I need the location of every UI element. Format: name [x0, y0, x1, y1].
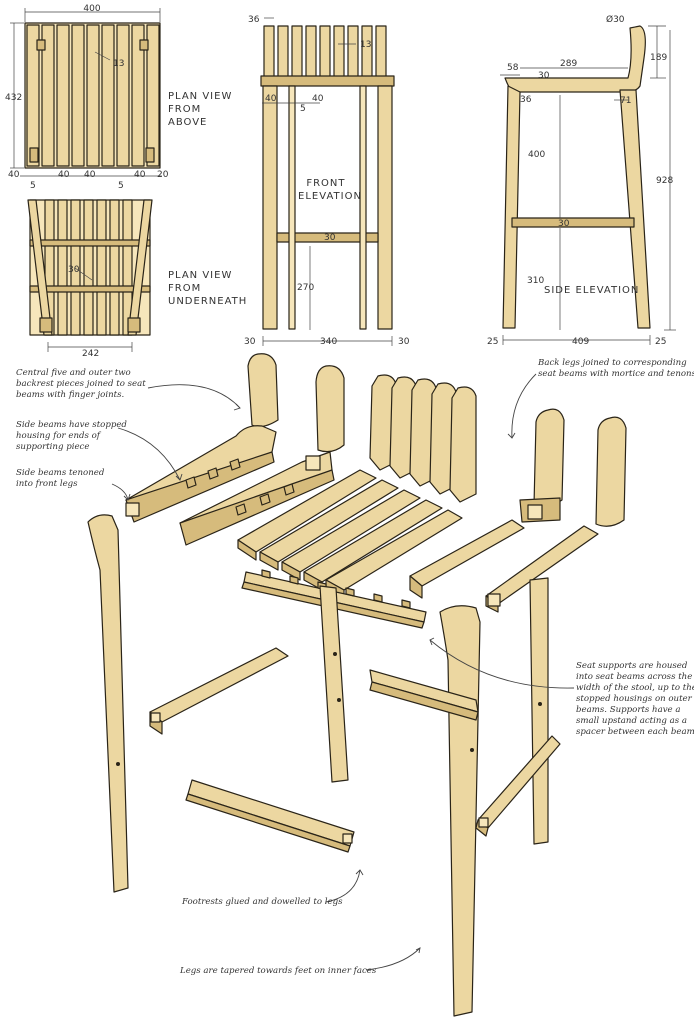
- dim-plan-b5: 5: [118, 181, 124, 191]
- front-right-leg-3d: [439, 605, 481, 1017]
- dim-under-30: 30: [68, 265, 80, 275]
- dim-side-71: 71: [620, 96, 631, 106]
- dim-plan-b4: 40: [84, 170, 96, 180]
- note-back-legs: Back legs joined to corresponding seat b…: [537, 358, 694, 379]
- dim-front-30l: 30: [244, 337, 256, 347]
- dim-plan-slat: 13: [113, 59, 124, 69]
- dim-side-928: 928: [656, 176, 673, 186]
- dim-side-189: 189: [650, 53, 667, 63]
- left-side-beam-backrest: [125, 353, 279, 523]
- dim-side-30: 30: [538, 71, 550, 81]
- note-stopped-housing: Side beams have stopped housing for ends…: [16, 420, 130, 452]
- dim-front-30r: 30: [398, 337, 410, 347]
- label-plan-above: PLAN VIEW FROM ABOVE: [168, 91, 237, 128]
- dim-side-289: 289: [560, 59, 577, 69]
- dim-plan-width: 400: [83, 4, 100, 14]
- dim-front-340: 340: [320, 337, 337, 347]
- note-tapered-legs: Legs are tapered towards feet on inner f…: [179, 966, 377, 976]
- dim-front-13: 13: [360, 40, 371, 50]
- plan-view-underneath: 30 242 PLAN VIEW FROM UNDERNEATH: [27, 199, 247, 359]
- plan-above-slats: [26, 24, 160, 167]
- side-front-leg: [502, 85, 521, 329]
- note-finger-joints: Central five and outer two backrest piec…: [16, 368, 148, 400]
- dim-plan-b6: 40: [134, 170, 146, 180]
- dim-side-30b: 30: [558, 219, 570, 229]
- front-elevation: 36 13 40 40 5 FRONT ELEVATION 30 270 30 …: [244, 15, 410, 347]
- dim-side-36: 36: [520, 95, 532, 105]
- dim-front-40a: 40: [265, 94, 277, 104]
- inner-right-side-beam: [409, 408, 565, 599]
- dim-plan-b3: 40: [58, 170, 70, 180]
- dim-front-30: 30: [324, 233, 336, 243]
- exploded-assembly: [87, 353, 627, 1017]
- front-left-leg: [262, 85, 278, 330]
- dim-side-310: 310: [527, 276, 544, 286]
- dim-plan-depth: 432: [5, 93, 22, 103]
- outer-right-side-beam: [485, 416, 627, 613]
- label-plan-underneath: PLAN VIEW FROM UNDERNEATH: [168, 270, 247, 307]
- front-footrest: [276, 232, 379, 243]
- front-left-leg-3d: [87, 514, 129, 893]
- back-right-leg-3d: [529, 577, 549, 845]
- back-left-leg-3d: [319, 585, 349, 783]
- dim-front-36: 36: [248, 15, 260, 25]
- dim-side-25r: 25: [655, 337, 666, 347]
- dim-side-25l: 25: [487, 337, 498, 347]
- note-tenoned: Side beams tenoned into front legs: [16, 468, 107, 489]
- plan-view-above: 400 432 13 40 5 40 40 5 40 20 PLAN VIEW …: [5, 4, 237, 191]
- dim-front-5: 5: [300, 104, 306, 114]
- dim-side-400: 400: [528, 150, 545, 160]
- central-backrest-slats: [369, 374, 477, 503]
- side-footrest: [511, 217, 635, 228]
- plan-above-dimensions: [10, 8, 162, 177]
- dim-under-242: 242: [82, 349, 99, 359]
- inner-left-side-beam: [179, 365, 345, 546]
- label-front-elevation: FRONT ELEVATION: [298, 178, 362, 202]
- dim-side-58: 58: [507, 63, 519, 73]
- label-side-elevation: SIDE ELEVATION: [544, 285, 639, 296]
- footrests: [149, 647, 561, 853]
- note-footrests: Footrests glued and dowelled to legs: [181, 897, 343, 907]
- side-back-leg: [619, 89, 651, 329]
- dim-plan-b7: 20: [157, 170, 169, 180]
- front-right-leg: [377, 85, 393, 330]
- side-elevation: Ø30 58 289 30 189 36 71 400 928 30 310 S…: [487, 14, 676, 347]
- dim-plan-b2: 5: [30, 181, 36, 191]
- dim-side-409: 409: [572, 337, 589, 347]
- callout-arrows: [111, 373, 575, 971]
- note-seat-supports: Seat supports are housed into seat beams…: [576, 661, 694, 737]
- dim-side-dia30: Ø30: [606, 14, 625, 25]
- dim-front-40b: 40: [312, 94, 324, 104]
- dim-front-270: 270: [297, 283, 314, 293]
- seat-slats: [237, 469, 463, 599]
- dim-plan-b1: 40: [8, 170, 20, 180]
